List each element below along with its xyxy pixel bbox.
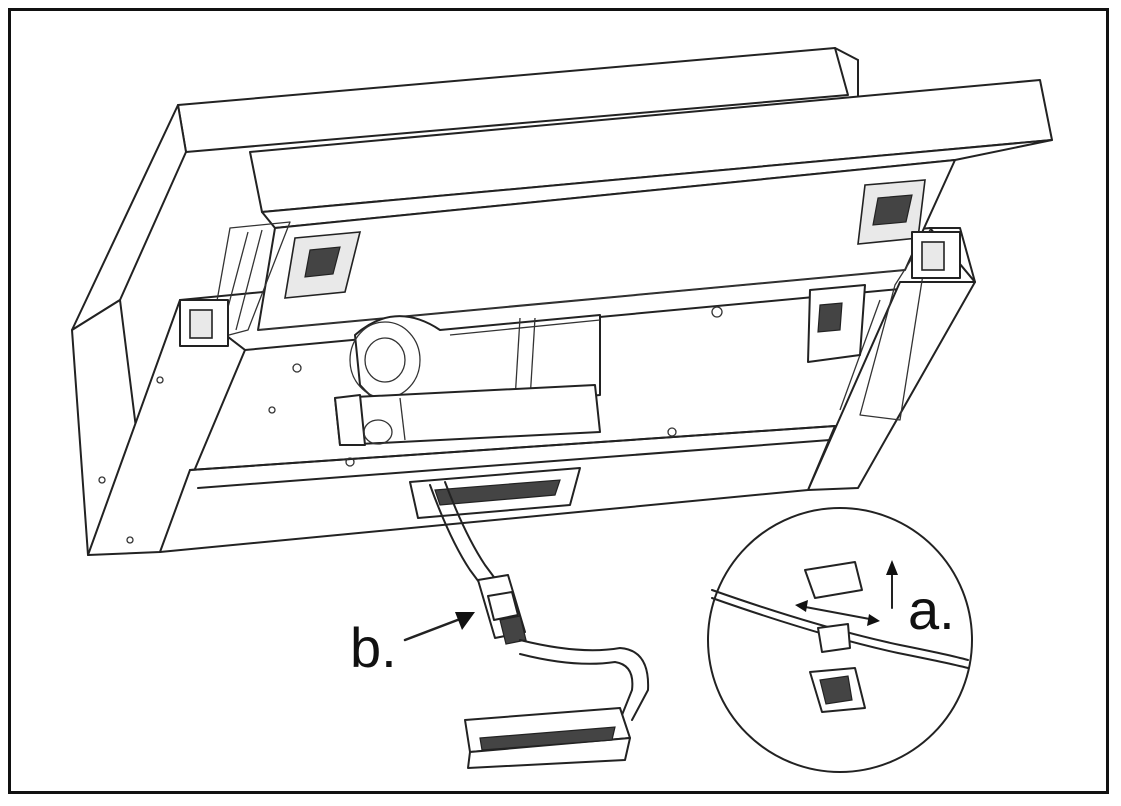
- visor-slot-left: [284, 231, 362, 299]
- sliding-visor: [249, 79, 1053, 331]
- detail-circle: [707, 507, 973, 773]
- screws: [98, 306, 723, 544]
- left-corner-hole: [189, 309, 213, 339]
- connector-b: [477, 574, 527, 645]
- right-inner-bracket: [807, 284, 866, 363]
- lamp-module: [464, 707, 631, 769]
- hood-housing: [71, 47, 859, 556]
- arrow-b: [403, 612, 475, 642]
- label-a: a.: [908, 578, 955, 641]
- right-corner-hole: [921, 241, 945, 271]
- label-b: b.: [350, 616, 397, 679]
- visor-slot-right: [857, 179, 926, 245]
- light-opening: [409, 467, 581, 519]
- motor-base: [334, 384, 601, 446]
- lamp-cable: [519, 639, 650, 721]
